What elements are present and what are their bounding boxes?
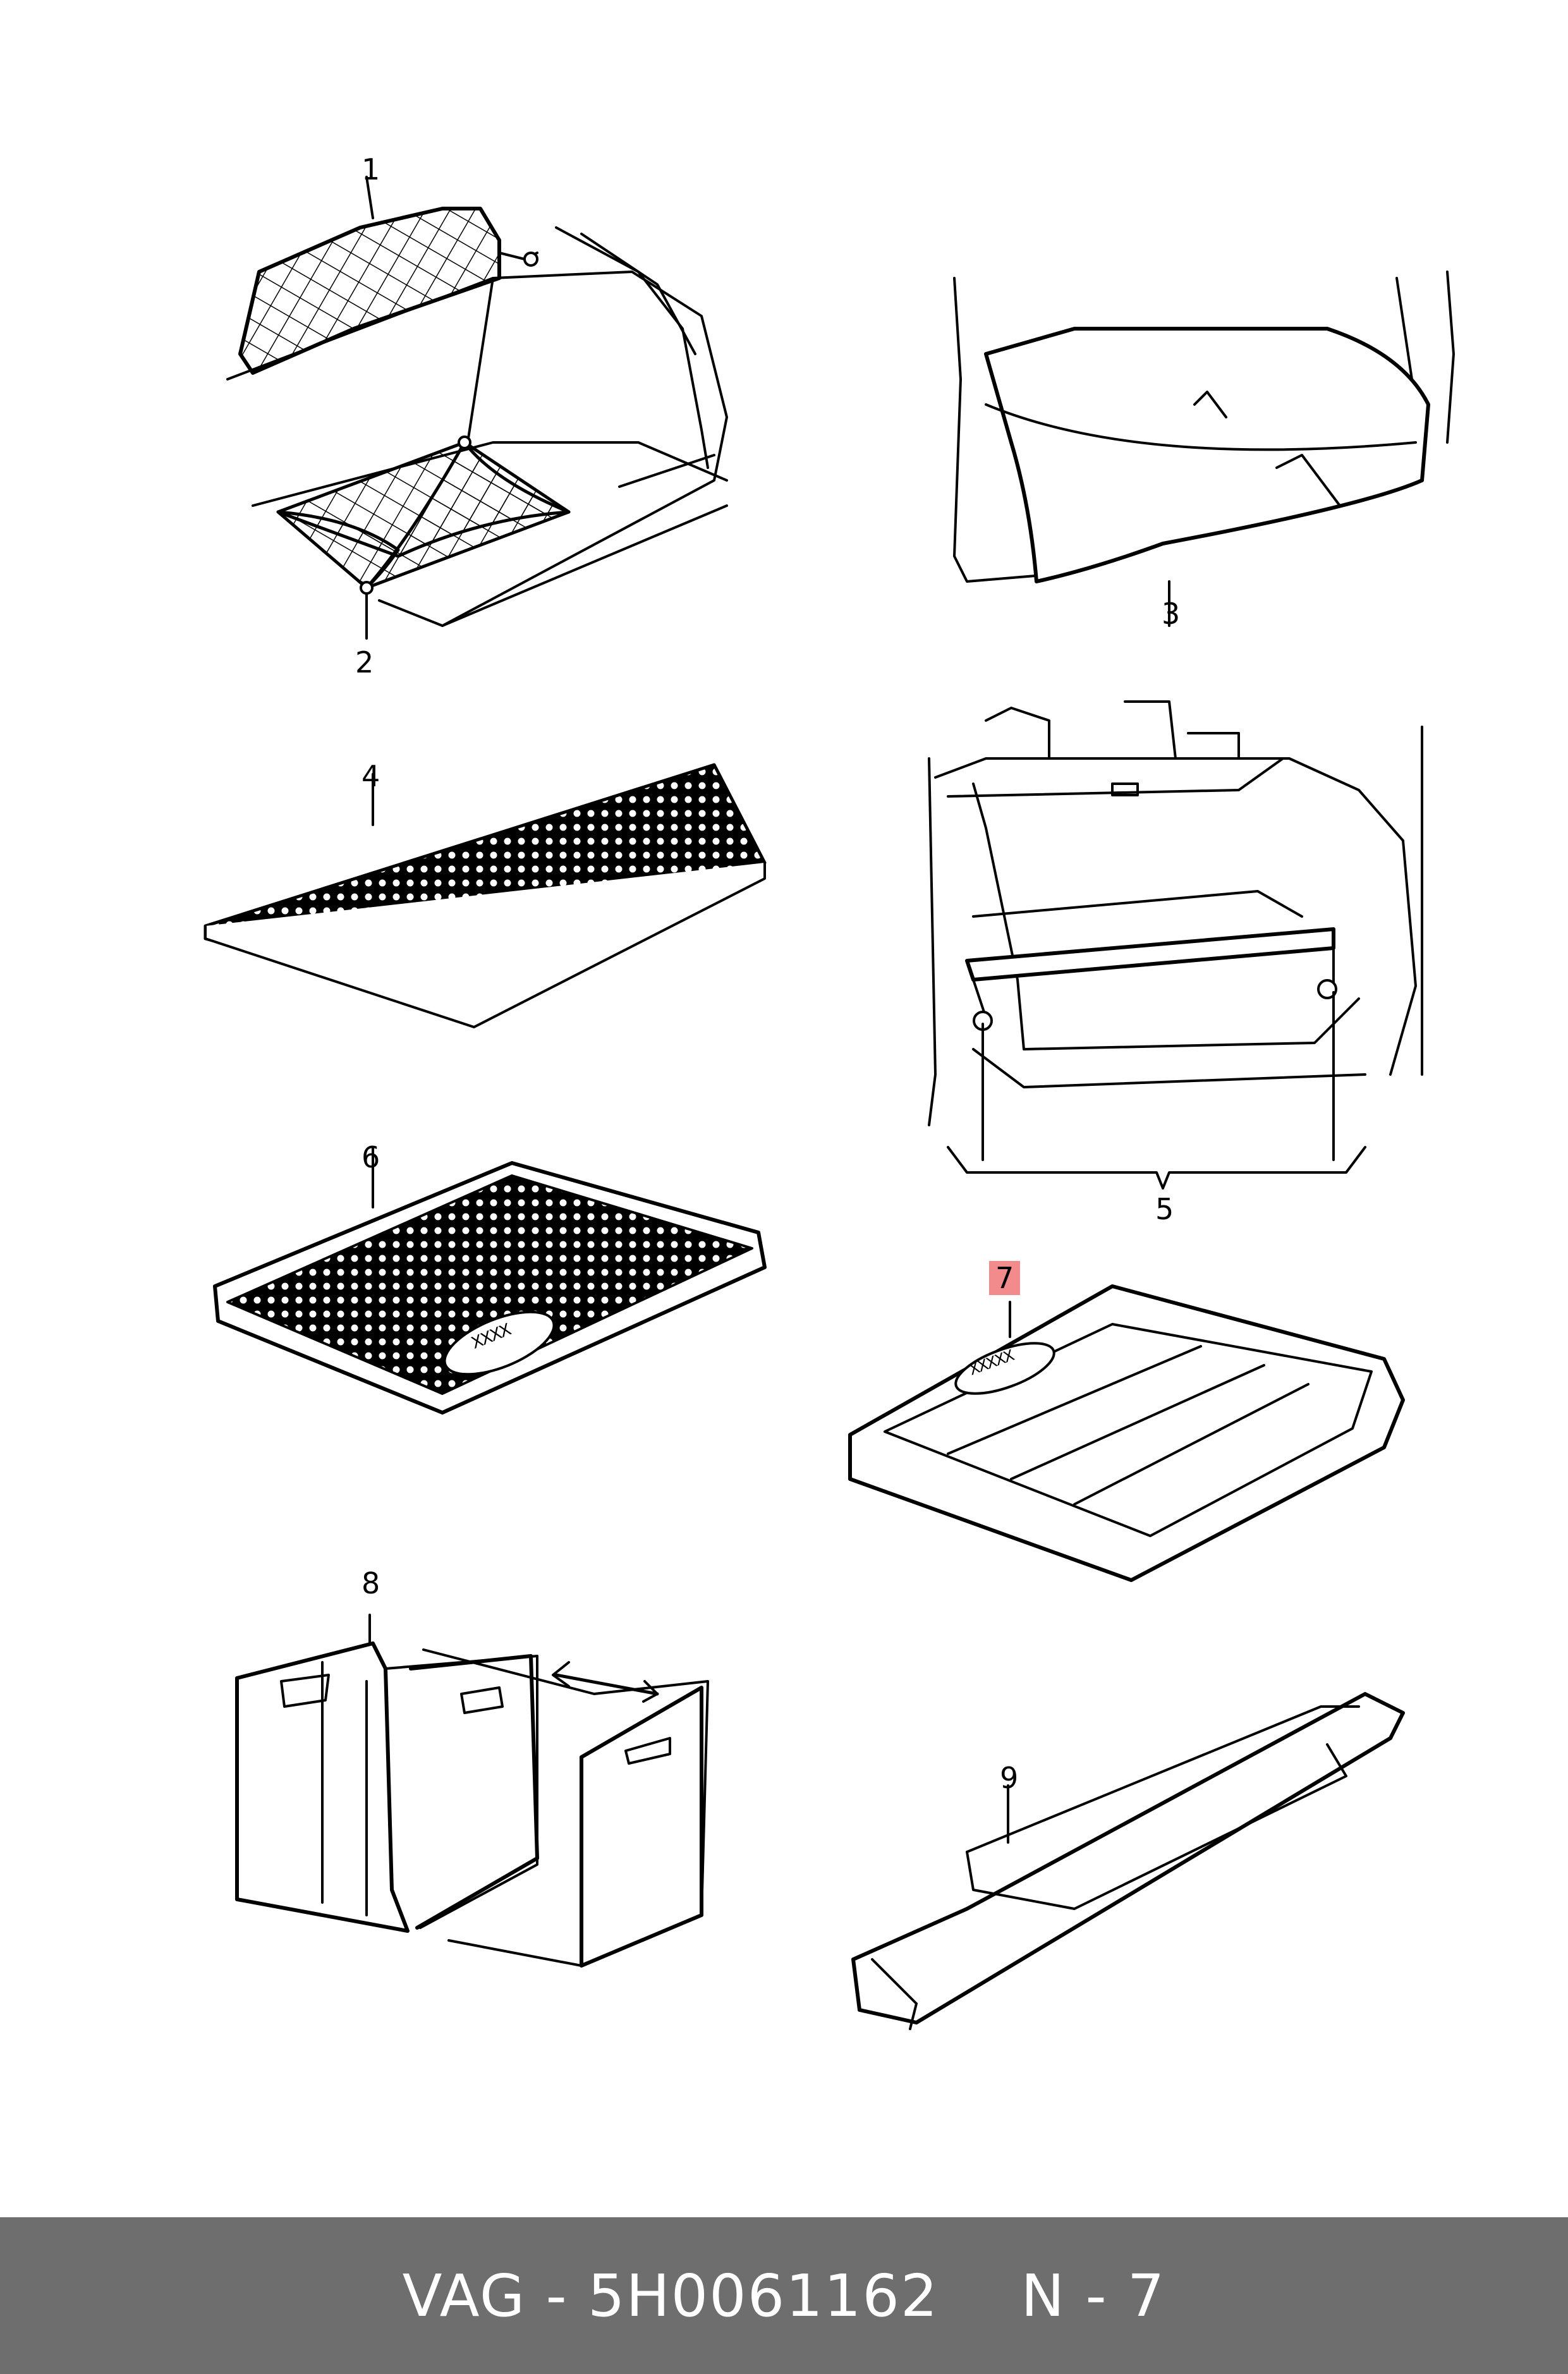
item-1-2-trunk-nets bbox=[226, 176, 728, 640]
item-4-honeycomb-mat bbox=[204, 763, 767, 1028]
callout-2: 2 bbox=[355, 645, 374, 679]
footer-part-number: 5H0061162 bbox=[587, 2261, 939, 2330]
item-8-foldable-box bbox=[235, 1614, 709, 1968]
footer-separator: - bbox=[545, 2261, 568, 2330]
callout-7-highlighted: 7 bbox=[989, 1261, 1021, 1295]
callout-8: 8 bbox=[362, 1566, 380, 1600]
callout-6: 6 bbox=[362, 1140, 380, 1174]
item-6-rubber-mat bbox=[213, 1146, 767, 1415]
item-5-trunk-divider bbox=[928, 700, 1423, 1190]
item-7-trunk-tray bbox=[848, 1284, 1405, 1582]
footer-brand: VAG bbox=[402, 2261, 526, 2330]
callout-4: 4 bbox=[362, 759, 380, 793]
callout-5: 5 bbox=[1155, 1192, 1174, 1226]
callout-3: 3 bbox=[1162, 597, 1181, 631]
footer-bar: VAG - 5H0061162 N - 7 bbox=[0, 2217, 1568, 2374]
divider-bar bbox=[965, 927, 1335, 982]
luggage-net bbox=[238, 207, 501, 375]
callout-9: 9 bbox=[1000, 1761, 1019, 1795]
parts-diagram bbox=[204, 176, 1455, 2030]
item-9-rolled-cover bbox=[851, 1692, 1405, 2030]
footer-page-ref: N - 7 bbox=[1021, 2261, 1166, 2330]
cover-sheet bbox=[984, 327, 1430, 583]
item-3-cargo-cover bbox=[953, 271, 1455, 627]
callout-1: 1 bbox=[362, 152, 380, 186]
